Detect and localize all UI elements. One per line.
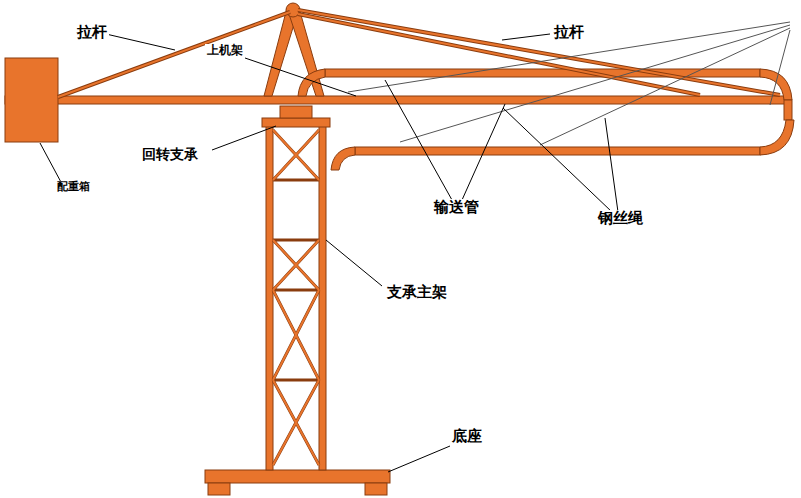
tie-rod	[298, 10, 780, 95]
tie-rod	[298, 14, 700, 95]
base-foot	[208, 483, 230, 495]
tie-rod	[58, 12, 290, 97]
part-label: 输送管	[432, 199, 481, 216]
leader-line	[388, 446, 450, 472]
counterweight-box	[5, 58, 58, 142]
part-label: 配重箱	[55, 181, 92, 194]
tie-rod	[58, 12, 290, 97]
pipe-bend	[331, 147, 355, 170]
pipe	[784, 100, 792, 120]
pipe-bend	[298, 69, 325, 96]
base-foot	[365, 483, 387, 495]
slewing-bearing	[280, 106, 312, 118]
leader-line	[212, 126, 276, 150]
mast-bracing	[273, 130, 319, 465]
tie-rod	[298, 14, 700, 95]
part-label: 拉杆	[75, 24, 109, 41]
base-beam	[205, 470, 390, 483]
part-label: 底座	[450, 428, 484, 445]
leader-line	[40, 143, 62, 184]
leader-line	[503, 108, 618, 212]
leader-line	[245, 58, 356, 96]
leader-line	[326, 240, 382, 286]
leader-line	[502, 34, 550, 40]
mast-chord	[266, 126, 273, 470]
part-label: 拉杆	[552, 24, 586, 41]
leader-line	[385, 80, 505, 200]
mast-chord	[319, 126, 326, 470]
part-label: 支承主架	[385, 284, 449, 301]
tie-rod	[298, 10, 780, 95]
pipe-bend	[760, 120, 794, 155]
wire-rope	[348, 22, 790, 145]
leader-line	[106, 34, 175, 50]
pipe	[355, 147, 760, 155]
part-label: 上机架	[205, 44, 245, 58]
slewing-ring	[262, 118, 330, 127]
part-label: 回转支承	[140, 146, 200, 162]
part-label: 钢丝绳	[596, 210, 645, 227]
mast-bracing	[273, 130, 319, 465]
